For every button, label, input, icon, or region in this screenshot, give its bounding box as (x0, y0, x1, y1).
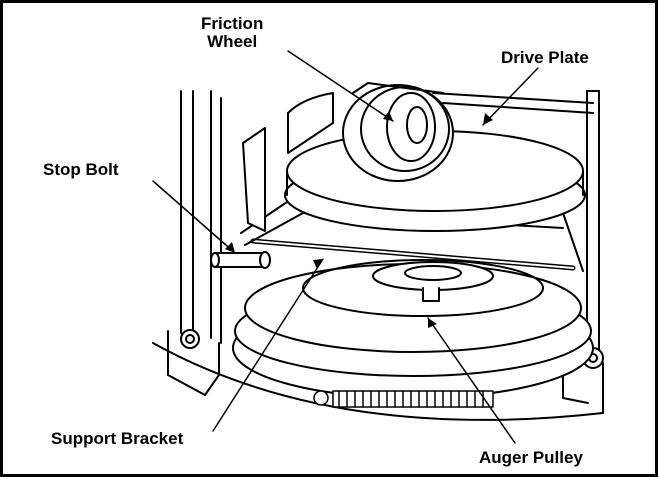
leader-stop-bolt (152, 180, 236, 254)
mechanism-drawing (152, 50, 604, 444)
leader-auger-pulley (427, 317, 516, 444)
top-rails (432, 92, 594, 114)
frame-left (180, 90, 222, 344)
leader-lines (152, 50, 539, 444)
frame-right (586, 90, 600, 356)
leader-support-bracket (212, 258, 324, 432)
left-foot (167, 329, 220, 396)
label-auger-pulley: Auger Pulley (479, 448, 583, 467)
left-bracket-arm (242, 92, 334, 232)
spring (313, 390, 494, 408)
friction-wheel (342, 82, 454, 182)
label-stop-bolt: Stop Bolt (43, 160, 119, 179)
arrowheads (225, 111, 493, 328)
label-friction-wheel: Friction Wheel (201, 14, 264, 51)
leader-drive-plate (482, 67, 539, 126)
leader-friction-wheel (287, 50, 394, 122)
stop-bolt (210, 251, 271, 269)
auger-pulley (232, 259, 594, 399)
label-support-bracket: Support Bracket (51, 429, 184, 448)
housing-arc (152, 342, 604, 421)
label-drive-plate: Drive Plate (501, 48, 589, 67)
